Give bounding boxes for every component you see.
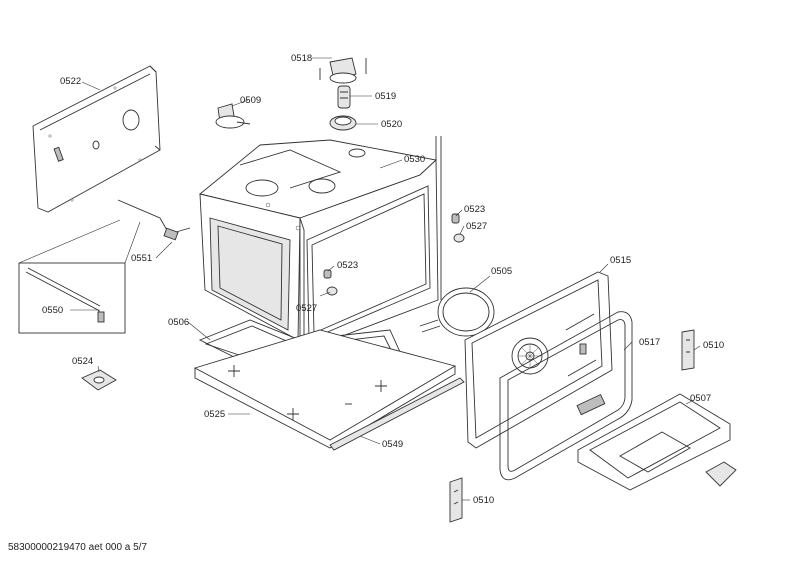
label-0549: 0549	[382, 439, 403, 450]
part-0517-frame	[499, 311, 633, 481]
label-0551: 0551	[131, 253, 152, 264]
label-0530: 0530	[404, 154, 425, 165]
part-0519-lamp	[337, 85, 351, 109]
label-0527-inner: 0527	[296, 303, 317, 314]
part-0549-trim-strip	[329, 377, 465, 451]
label-0507: 0507	[690, 393, 711, 404]
part-labels: 0518 0519 0520 0509 0522 0530 0523 0527 …	[42, 53, 724, 506]
label-0550: 0550	[42, 305, 63, 316]
part-0509-thermostat	[215, 103, 251, 129]
label-0520: 0520	[381, 119, 402, 130]
part-0510-bracket-top	[681, 329, 695, 371]
label-0509: 0509	[240, 95, 261, 106]
part-0527-right-cap	[453, 233, 465, 243]
label-0527-right: 0527	[466, 221, 487, 232]
part-0522-back-panel	[32, 65, 161, 213]
part-0510-bracket-right	[705, 461, 737, 487]
part-0530-oven-cavity	[199, 136, 442, 355]
part-0550-inset	[18, 219, 141, 334]
document-id-footer: 58300000219470 aet 000 a 5/7	[8, 542, 148, 553]
part-0523-inner-clip	[323, 269, 332, 279]
label-0505: 0505	[491, 266, 512, 277]
label-0517: 0517	[639, 337, 660, 348]
label-0518: 0518	[291, 53, 312, 64]
label-0524: 0524	[72, 356, 93, 367]
label-0515: 0515	[610, 255, 631, 266]
part-0524-pad	[81, 369, 117, 391]
label-0525: 0525	[204, 409, 225, 420]
leader-lines	[70, 57, 701, 501]
part-0507-grill-heater	[576, 393, 731, 491]
label-0519: 0519	[375, 91, 396, 102]
part-0515-back-wall	[464, 271, 613, 449]
label-0510-bottom: 0510	[473, 495, 494, 506]
label-0523-inner: 0523	[337, 260, 358, 271]
part-0520-seal-ring	[329, 115, 357, 131]
part-0527-inner-cap	[326, 286, 338, 296]
label-0523-right: 0523	[464, 204, 485, 215]
label-0522: 0522	[60, 76, 81, 87]
part-0510-bracket-bottom	[449, 477, 463, 523]
part-0518-fan-motor	[319, 57, 367, 84]
part-0523-right-clip	[451, 213, 460, 224]
part-0525-bottom-plate	[193, 329, 457, 449]
label-0510-top: 0510	[703, 340, 724, 351]
part-0551-sensor	[117, 199, 191, 241]
part-0505-ring-heater	[419, 287, 495, 337]
label-0506: 0506	[168, 317, 189, 328]
